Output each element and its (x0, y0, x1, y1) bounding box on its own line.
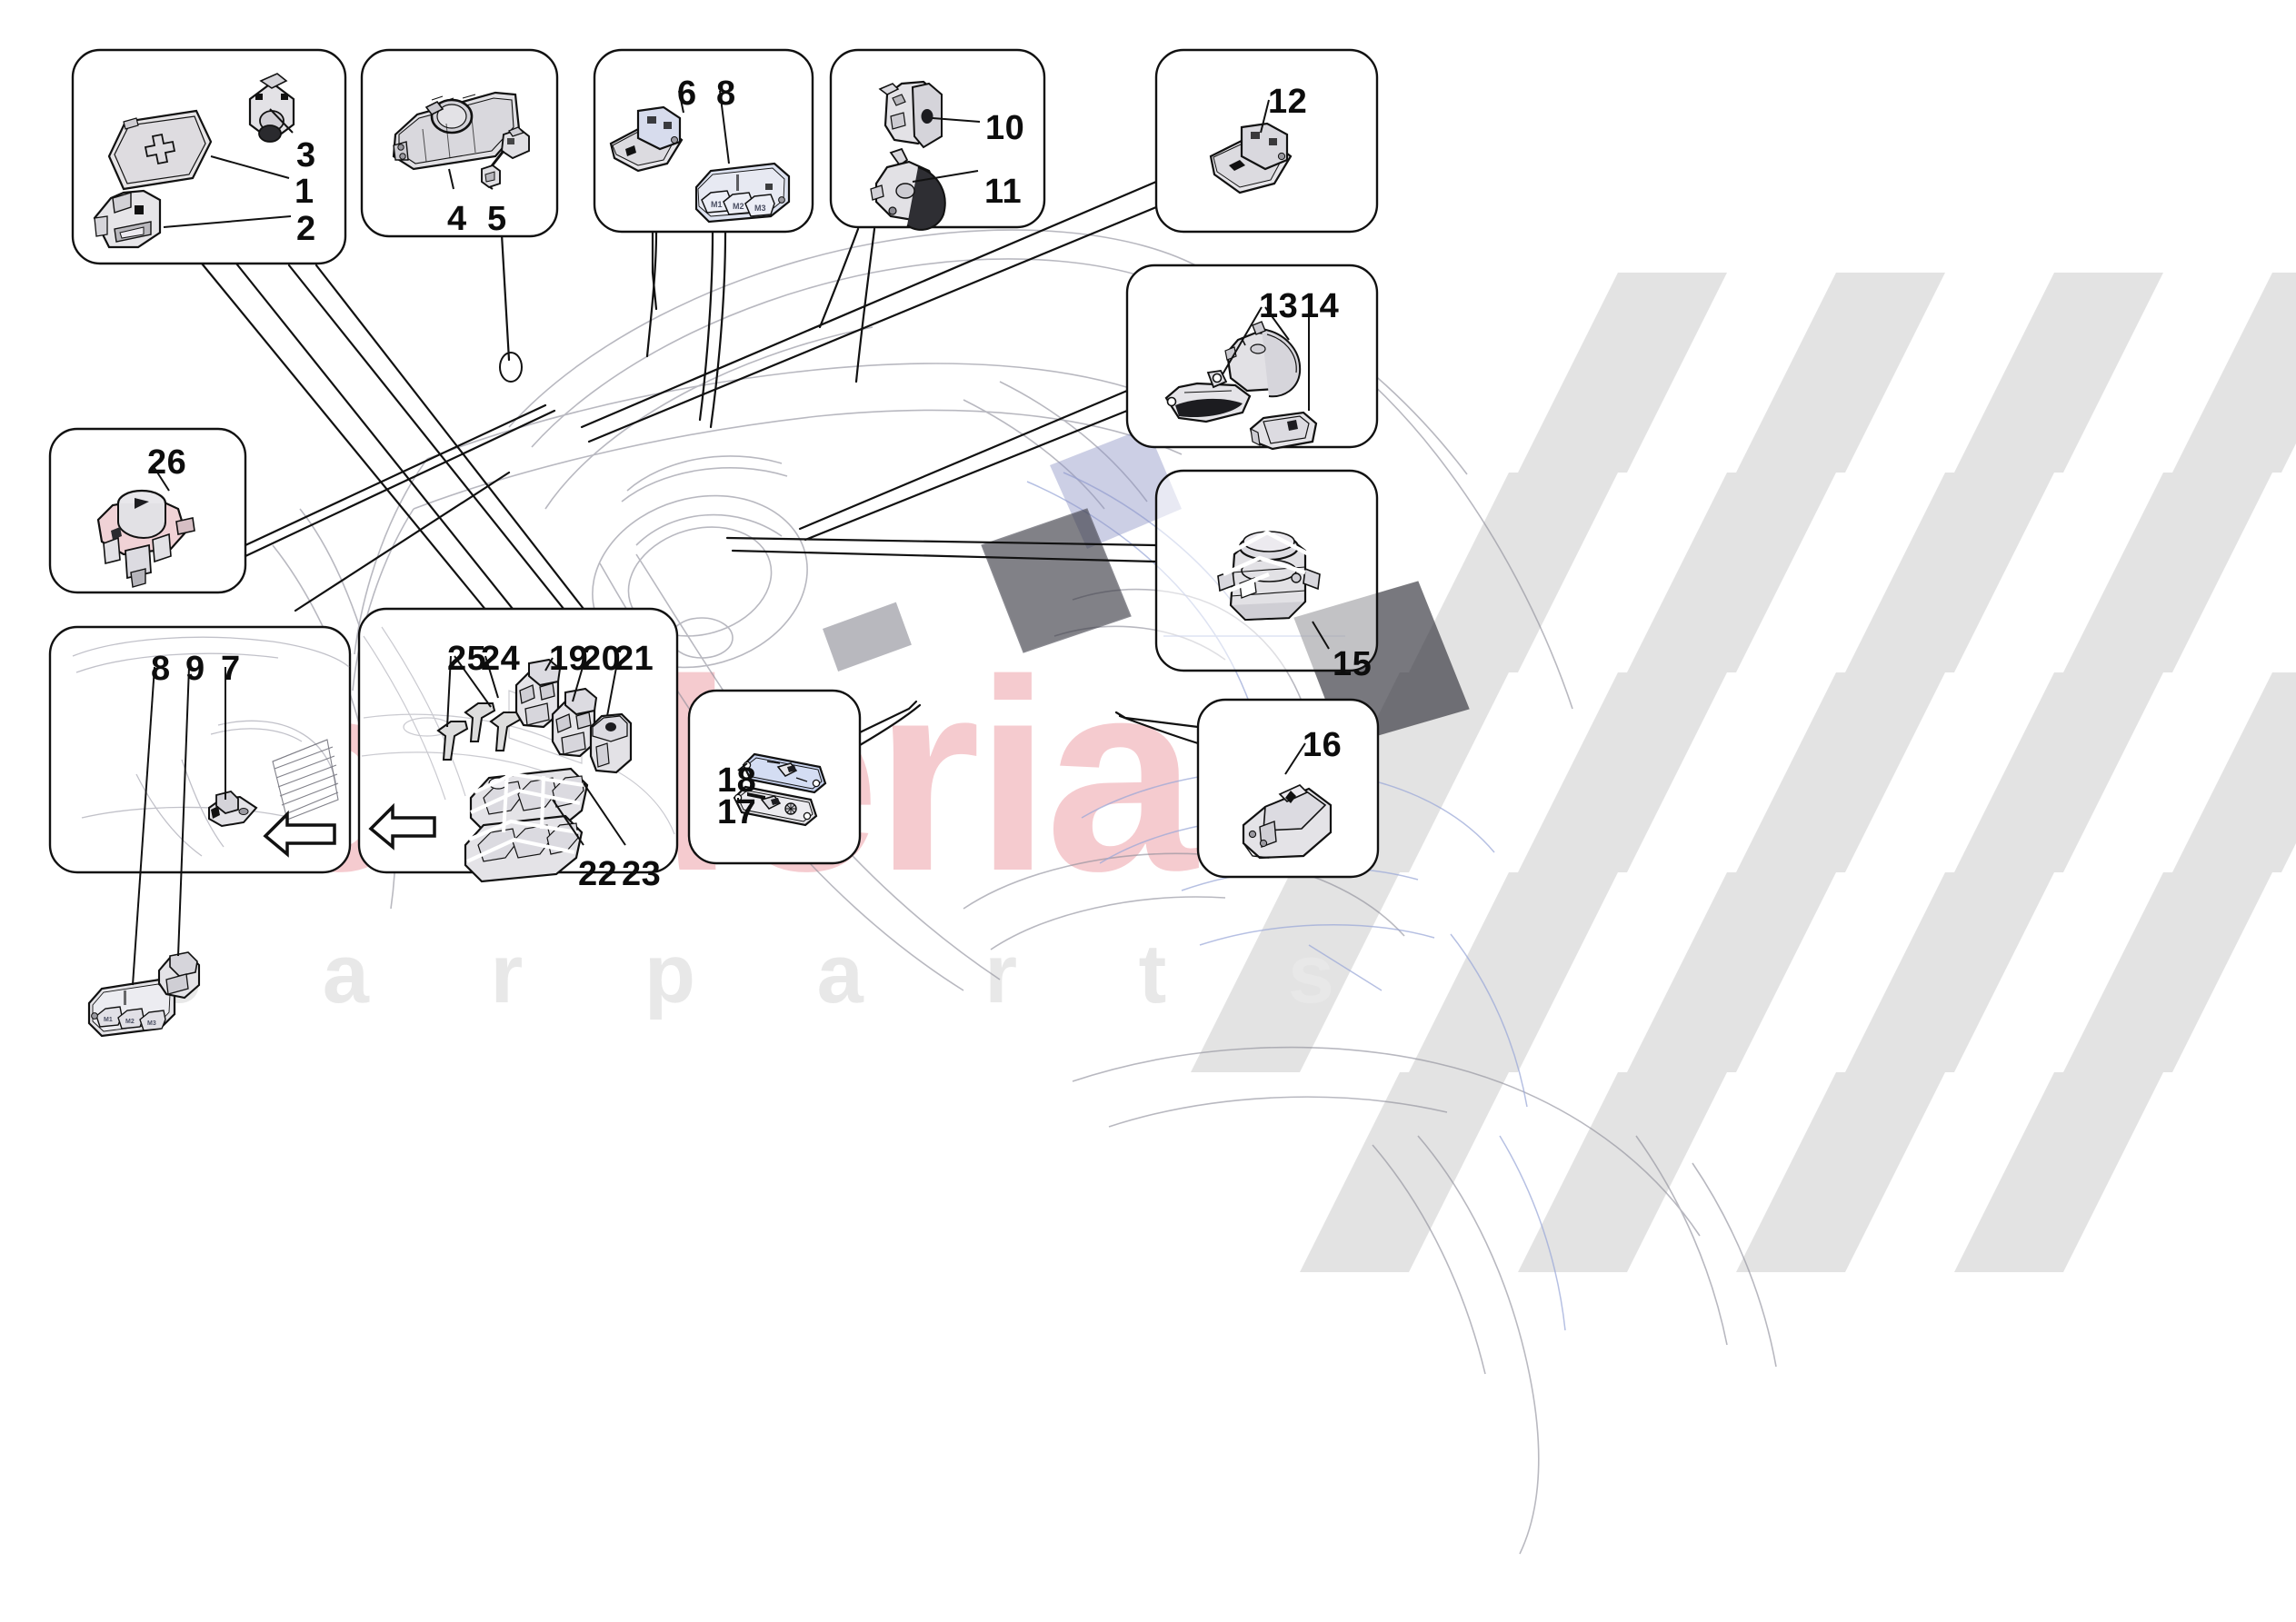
callout-number-6: 6 (677, 75, 697, 113)
callout-number-1: 1 (294, 173, 314, 211)
panel-console-switches (357, 607, 679, 883)
callout-number-13: 13 (1259, 287, 1299, 325)
svg-text:M1: M1 (711, 200, 723, 209)
panel-hazard-switch (48, 427, 247, 594)
direction-arrow-left (368, 802, 436, 851)
callout-number-5: 5 (487, 200, 507, 238)
panel-door-trim-switch: M1 M2 M3 (48, 625, 352, 1038)
callout-number-17: 17 (717, 793, 757, 831)
callout-number-22: 22 (578, 855, 618, 893)
callout-number-3: 3 (296, 136, 316, 174)
svg-text:M2: M2 (733, 202, 744, 211)
svg-text:M3: M3 (754, 204, 766, 213)
callout-number-4: 4 (447, 200, 467, 238)
callout-number-12: 12 (1268, 83, 1308, 121)
callout-number-7: 7 (221, 650, 241, 688)
callout-number-2: 2 (296, 210, 316, 248)
callout-number-18: 18 (717, 761, 757, 800)
panel-ignition-block (1154, 469, 1379, 672)
panel-fuel-flap-switch (1154, 48, 1379, 234)
panel-roof-console (360, 48, 559, 238)
callout-number-15: 15 (1333, 645, 1373, 683)
callout-number-9: 9 (185, 650, 205, 688)
svg-text:M3: M3 (147, 1020, 156, 1027)
callout-number-8: 8 (151, 650, 171, 688)
callout-number-11: 11 (984, 173, 1023, 211)
callout-number-24: 24 (481, 640, 521, 678)
panel-seat-control-switch (687, 689, 862, 865)
svg-text:M1: M1 (104, 1017, 113, 1023)
watermark-subtitle: c a r p a r t s (155, 928, 1384, 1020)
callout-number-19: 19 (549, 640, 589, 678)
callout-number-16: 16 (1303, 726, 1343, 764)
callout-number-26: 26 (147, 443, 187, 482)
panel-single-rocker (1196, 698, 1380, 879)
panel-memory-seat-switch: M1 M2 M3 (593, 48, 814, 234)
callout-number-10: 10 (985, 109, 1025, 147)
svg-text:M2: M2 (125, 1019, 135, 1025)
callout-number-21: 21 (614, 640, 654, 678)
panel-mirror-adjust (1125, 264, 1379, 451)
callout-number-23: 23 (622, 855, 662, 893)
panel-interior-light (71, 48, 347, 265)
callout-number-8: 8 (716, 75, 736, 113)
direction-arrow-right (263, 810, 336, 858)
callout-number-14: 14 (1300, 287, 1340, 325)
callout-number-25: 25 (447, 640, 487, 678)
panel-door-lock-actuator (829, 48, 1046, 231)
callout-number-20: 20 (582, 640, 622, 678)
